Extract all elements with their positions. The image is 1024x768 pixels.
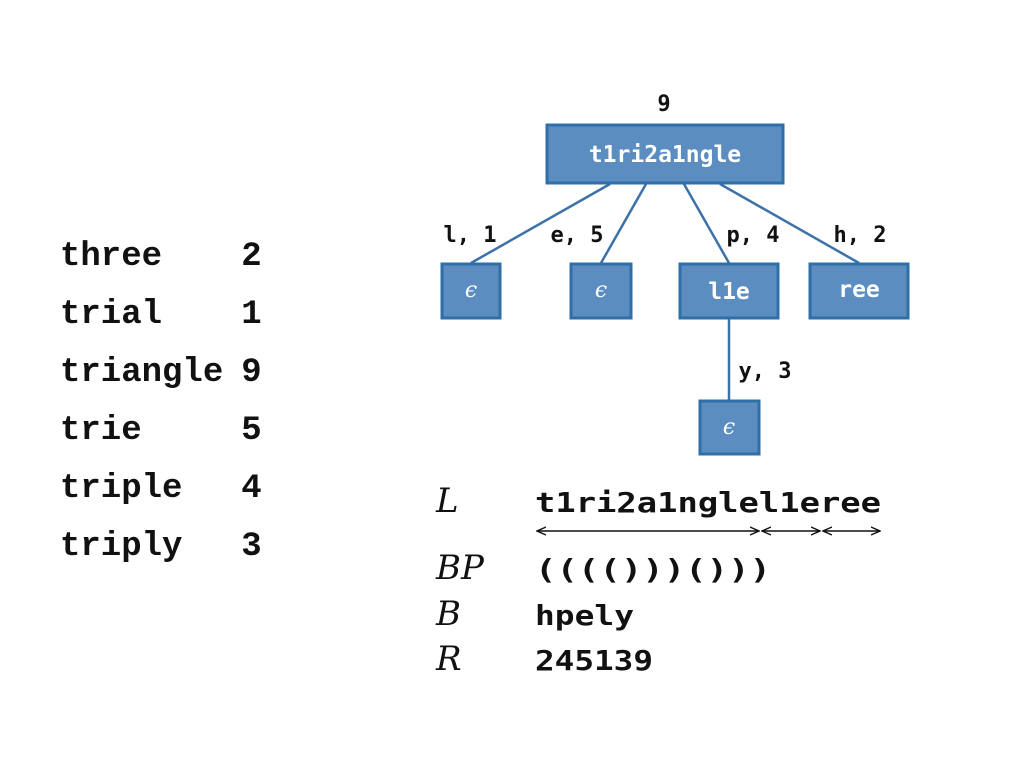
word-cell: three: [60, 238, 163, 276]
root-node: t1ri2a1ngle: [545, 123, 785, 185]
count-cell: 3: [241, 528, 262, 566]
epsilon-label: ϵ: [723, 415, 735, 440]
count-cell: 1: [241, 296, 262, 334]
label-R: R: [435, 639, 462, 679]
child-node-label: ree: [838, 277, 880, 303]
epsilon-label: ϵ: [595, 278, 607, 303]
label-L: L: [435, 481, 459, 521]
word-cell: triply: [60, 528, 183, 566]
child-node-2: ϵ: [569, 262, 633, 320]
label-B: B: [435, 594, 461, 634]
count-cell: 5: [241, 412, 262, 450]
root-count: 9: [657, 92, 670, 117]
count-cell: 9: [241, 354, 262, 392]
epsilon-label: ϵ: [465, 278, 477, 303]
edge-root-child-2: [599, 183, 648, 264]
word-row: trie 5: [60, 402, 262, 460]
child-node-3: l1e: [678, 262, 780, 320]
value-R: 245139: [535, 644, 653, 677]
child-node-label: l1e: [708, 279, 750, 305]
edge-root-child-3: [682, 183, 731, 264]
child-node-4: ree: [808, 262, 910, 320]
edge-label: y, 3: [739, 359, 792, 384]
word-cell: triple: [60, 470, 183, 508]
word-row: triply 3: [60, 518, 262, 576]
count-cell: 2: [241, 238, 262, 276]
word-count-table: three 2 trial 1 triangle 9 trie 5 triple…: [60, 228, 262, 576]
edge-root-child-1: [470, 182, 611, 265]
word-row: three 2: [60, 228, 262, 286]
word-cell: trie: [60, 412, 142, 450]
label-BP: BP: [435, 548, 485, 588]
grandchild-node: ϵ: [698, 399, 761, 456]
word-cell: trial: [60, 296, 163, 334]
value-BP: (((()))())): [535, 553, 771, 586]
edge-label: e, 5: [551, 223, 604, 248]
value-B: hpely: [535, 599, 634, 632]
word-row: trial 1: [60, 286, 262, 344]
word-cell: triangle: [60, 354, 224, 392]
word-row: triangle 9: [60, 344, 262, 402]
count-cell: 4: [241, 470, 262, 508]
word-row: triple 4: [60, 460, 262, 518]
edge-label: h, 2: [834, 223, 887, 248]
root-node-label: t1ri2a1ngle: [589, 142, 741, 168]
child-node-1: ϵ: [440, 262, 502, 320]
edge-root-child-4: [719, 182, 860, 265]
edge-label: l, 1: [444, 223, 497, 248]
value-L: t1ri2a1nglel1eree: [535, 486, 881, 519]
edge-label: p, 4: [727, 223, 780, 248]
